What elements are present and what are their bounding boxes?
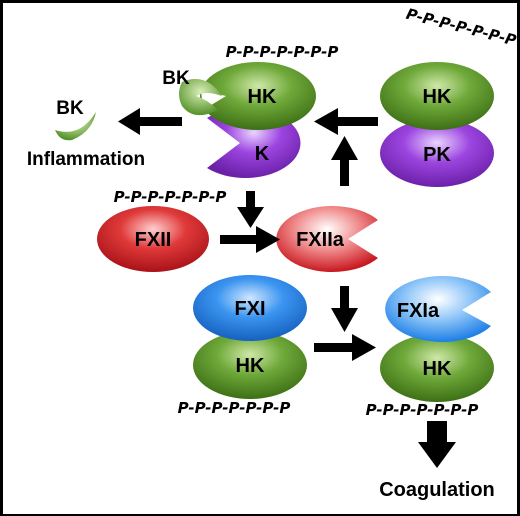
bradykinin-free: BK Inflammation	[27, 98, 145, 170]
coagulation-label: Coagulation	[379, 479, 495, 501]
bk-bound-label: BK	[162, 68, 190, 89]
inflammation-label: Inflammation	[27, 149, 145, 170]
polyp-bottom-left: P-P-P-P-P-P-P	[178, 399, 291, 417]
arrow-fxiia-down	[331, 286, 358, 332]
arrow-fxii-to-fxiia	[220, 226, 280, 253]
polyp-top-right: P-P-P-P-P-P-P	[404, 5, 518, 50]
fxi-label: FXI	[234, 298, 265, 320]
polyp-fxii: P-P-P-P-P-P-P	[114, 188, 227, 206]
hk-shape-bottom-left	[193, 331, 307, 399]
pk-label: PK	[423, 144, 451, 166]
hk-shape-bottom-right	[380, 334, 494, 402]
k-label: K	[255, 143, 270, 165]
arrow-pk-to-k	[314, 108, 378, 135]
polyp-bottom-right: P-P-P-P-P-P-P	[366, 401, 479, 419]
fxii-label: FXII	[135, 229, 172, 251]
hk-k-complex: BK HK K P-P-P-P-P-P-P	[162, 43, 339, 179]
arrow-k-down	[237, 191, 264, 228]
fxii-node: FXII P-P-P-P-P-P-P	[97, 188, 226, 272]
bradykinin-bound-shape	[179, 79, 222, 116]
hk-bottom-right-label: HK	[423, 358, 452, 380]
fxiia-label: FXIIa	[296, 229, 345, 251]
pk-shape	[380, 119, 494, 187]
bk-free-label: BK	[56, 98, 84, 119]
bradykinin-free-shape	[55, 112, 96, 141]
arrow-to-bk	[118, 108, 182, 135]
polyp-top-left: P-P-P-P-P-P-P	[226, 43, 339, 61]
arrow-fxi-to-fxia	[314, 334, 376, 361]
fxi-hk-complex: FXI HK P-P-P-P-P-P-P	[178, 275, 307, 417]
arrow-to-coagulation	[418, 421, 456, 468]
fxii-shape	[97, 206, 209, 272]
hk-pk-complex: HK PK P-P-P-P-P-P-P	[380, 5, 518, 187]
hk-top-right-label: HK	[423, 86, 452, 108]
arrow-fxiia-up	[331, 136, 358, 186]
fxia-label: FXIa	[397, 300, 440, 322]
hk-top-left-label: HK	[248, 86, 277, 108]
fxi-shape	[193, 275, 307, 341]
hk-shape-top-right	[380, 62, 494, 130]
fxiia-node: FXIIa	[276, 206, 378, 272]
fxia-hk-complex: FXIa HK P-P-P-P-P-P-P	[366, 276, 494, 419]
hk-bottom-left-label: HK	[236, 355, 265, 377]
fxia-shape	[385, 276, 491, 342]
hk-shape-top-left	[200, 62, 316, 130]
fxiia-shape	[276, 206, 378, 272]
